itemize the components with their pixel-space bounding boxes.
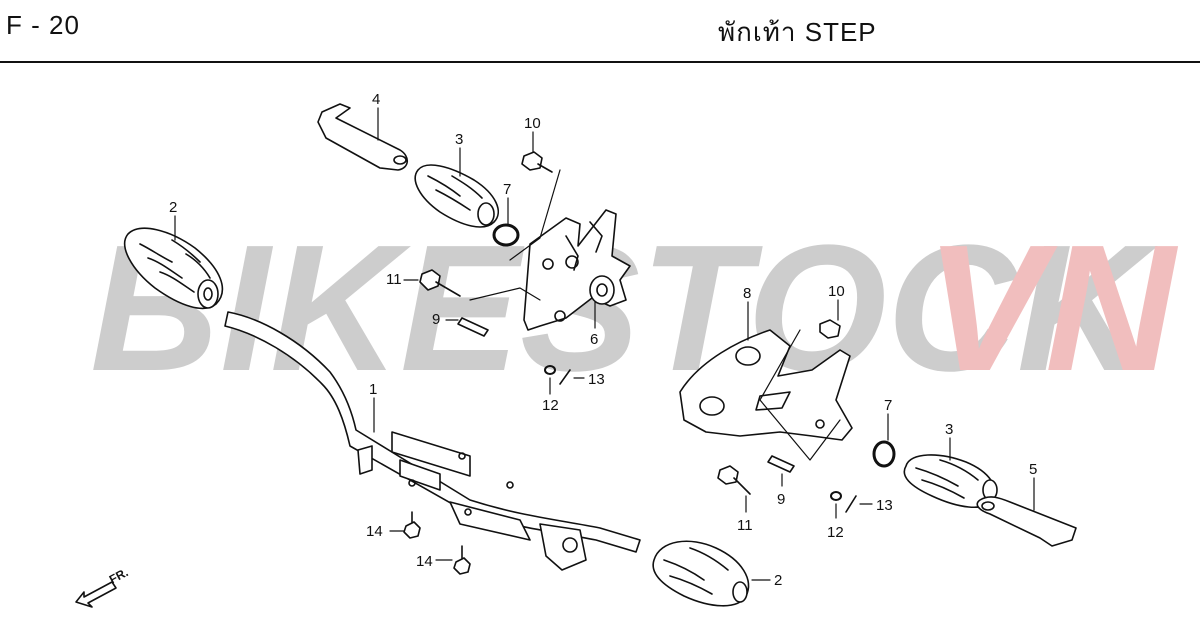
page-title: พักเท้า STEP xyxy=(718,17,877,47)
callout-10-upper: 10 xyxy=(524,115,541,132)
callout-14-b: 14 xyxy=(416,553,433,570)
step-pin-right xyxy=(976,496,1077,547)
bolt-right xyxy=(819,319,841,339)
callout-12-upper: 12 xyxy=(542,397,559,414)
callout-13-right: 13 xyxy=(876,497,893,514)
watermark-main-text: BIKESTOCK xyxy=(90,208,1158,409)
callout-2-left: 2 xyxy=(169,199,177,216)
cotter-13-upper xyxy=(559,369,571,385)
callout-7-upper: 7 xyxy=(503,181,511,198)
callout-8: 8 xyxy=(743,285,751,302)
callout-3-upper: 3 xyxy=(455,131,463,148)
page-code: F - 20 xyxy=(6,10,80,40)
callout-10-right: 10 xyxy=(828,283,845,300)
callout-3-right: 3 xyxy=(945,421,953,438)
callout-7-right: 7 xyxy=(884,397,892,414)
callout-2-lower: 2 xyxy=(774,572,782,589)
bolt-upper xyxy=(521,151,553,173)
cotter-13-right xyxy=(845,495,857,513)
callout-9-right: 9 xyxy=(777,491,785,508)
callout-5: 5 xyxy=(1029,461,1037,478)
callouts: 4 3 7 2 10 11 9 6 12 13 1 8 10 7 3 5 11 … xyxy=(169,91,1037,589)
washer-upper xyxy=(492,223,520,247)
header-divider xyxy=(0,61,1200,63)
watermark: BIKESTOCK VN xyxy=(90,208,1179,409)
bolt-11-right xyxy=(717,465,751,495)
footpeg-grip-upper xyxy=(414,164,499,228)
front-direction-marker: FR. xyxy=(75,565,130,608)
bolt-14-a xyxy=(403,511,421,539)
step-holder-right xyxy=(679,329,853,441)
callout-13-upper: 13 xyxy=(588,371,605,388)
watermark-accent-text: VN xyxy=(925,208,1179,409)
callout-9-upper: 9 xyxy=(432,311,440,328)
step-holder-upper xyxy=(523,209,631,331)
front-arrow-icon xyxy=(75,581,117,608)
step-bar-left xyxy=(224,311,641,571)
callout-6: 6 xyxy=(590,331,598,348)
bolt-14-b xyxy=(453,545,471,575)
washer-12-right xyxy=(830,491,842,501)
footpeg-grip-lower xyxy=(652,540,750,607)
footpeg-grip-left xyxy=(123,227,224,310)
callout-1: 1 xyxy=(369,381,377,398)
leader-lines xyxy=(174,107,1035,581)
bolt-11-upper xyxy=(419,269,461,297)
callout-12-right: 12 xyxy=(827,524,844,541)
washer-right xyxy=(872,440,896,468)
pin-9-right xyxy=(767,455,795,473)
footpeg-grip-right xyxy=(903,454,998,509)
washer-12-upper xyxy=(544,365,556,375)
step-pin-upper xyxy=(317,103,409,171)
callout-14-a: 14 xyxy=(366,523,383,540)
pin-9-upper xyxy=(457,317,489,337)
callout-11-upper: 11 xyxy=(386,271,402,288)
callout-11-right: 11 xyxy=(737,517,753,534)
callout-4: 4 xyxy=(372,91,380,108)
